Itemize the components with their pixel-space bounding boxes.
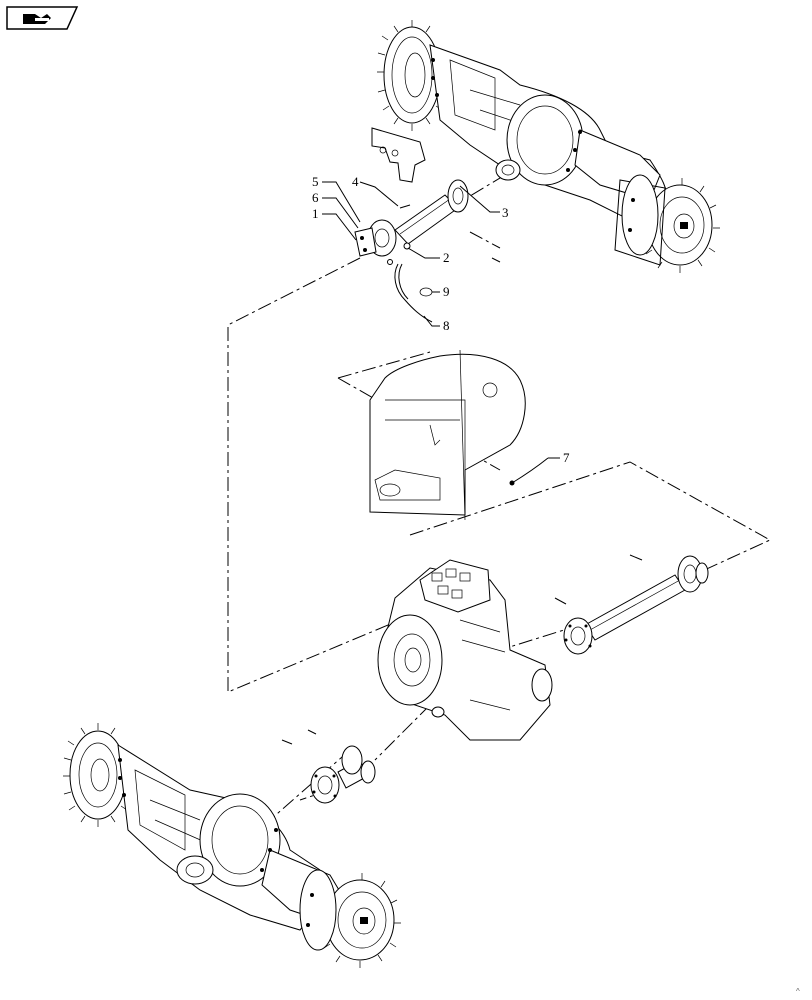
arrow-to-page-icon: [6, 6, 79, 30]
callout-leaders: [322, 181, 560, 459]
frame-detail: [369, 349, 549, 521]
callout-5: 5: [312, 174, 319, 189]
assembly-guide-lines: [227, 174, 772, 821]
center-drive-shaft-assembly: [554, 554, 709, 655]
callout-labels: 5 4 6 1 3 2 9 8 7: [312, 174, 570, 465]
page-nav-button[interactable]: [5, 5, 79, 31]
callout-1: 1: [312, 206, 319, 221]
corner-mark: ^: [796, 987, 800, 996]
front-axle-assembly: [63, 723, 401, 968]
callout-4: 4: [352, 174, 359, 189]
callout-6: 6: [312, 190, 319, 205]
callout-7: 7: [563, 450, 570, 465]
rear-axle-assembly: [377, 20, 720, 273]
callout-8: 8: [443, 318, 450, 333]
rear-drive-shaft-assembly: [354, 127, 501, 323]
transmission-assembly: [377, 559, 553, 741]
callout-2: 2: [443, 250, 450, 265]
front-drive-shaft-assembly: [281, 729, 376, 804]
callout-9: 9: [443, 284, 450, 299]
callout-3: 3: [502, 205, 509, 220]
